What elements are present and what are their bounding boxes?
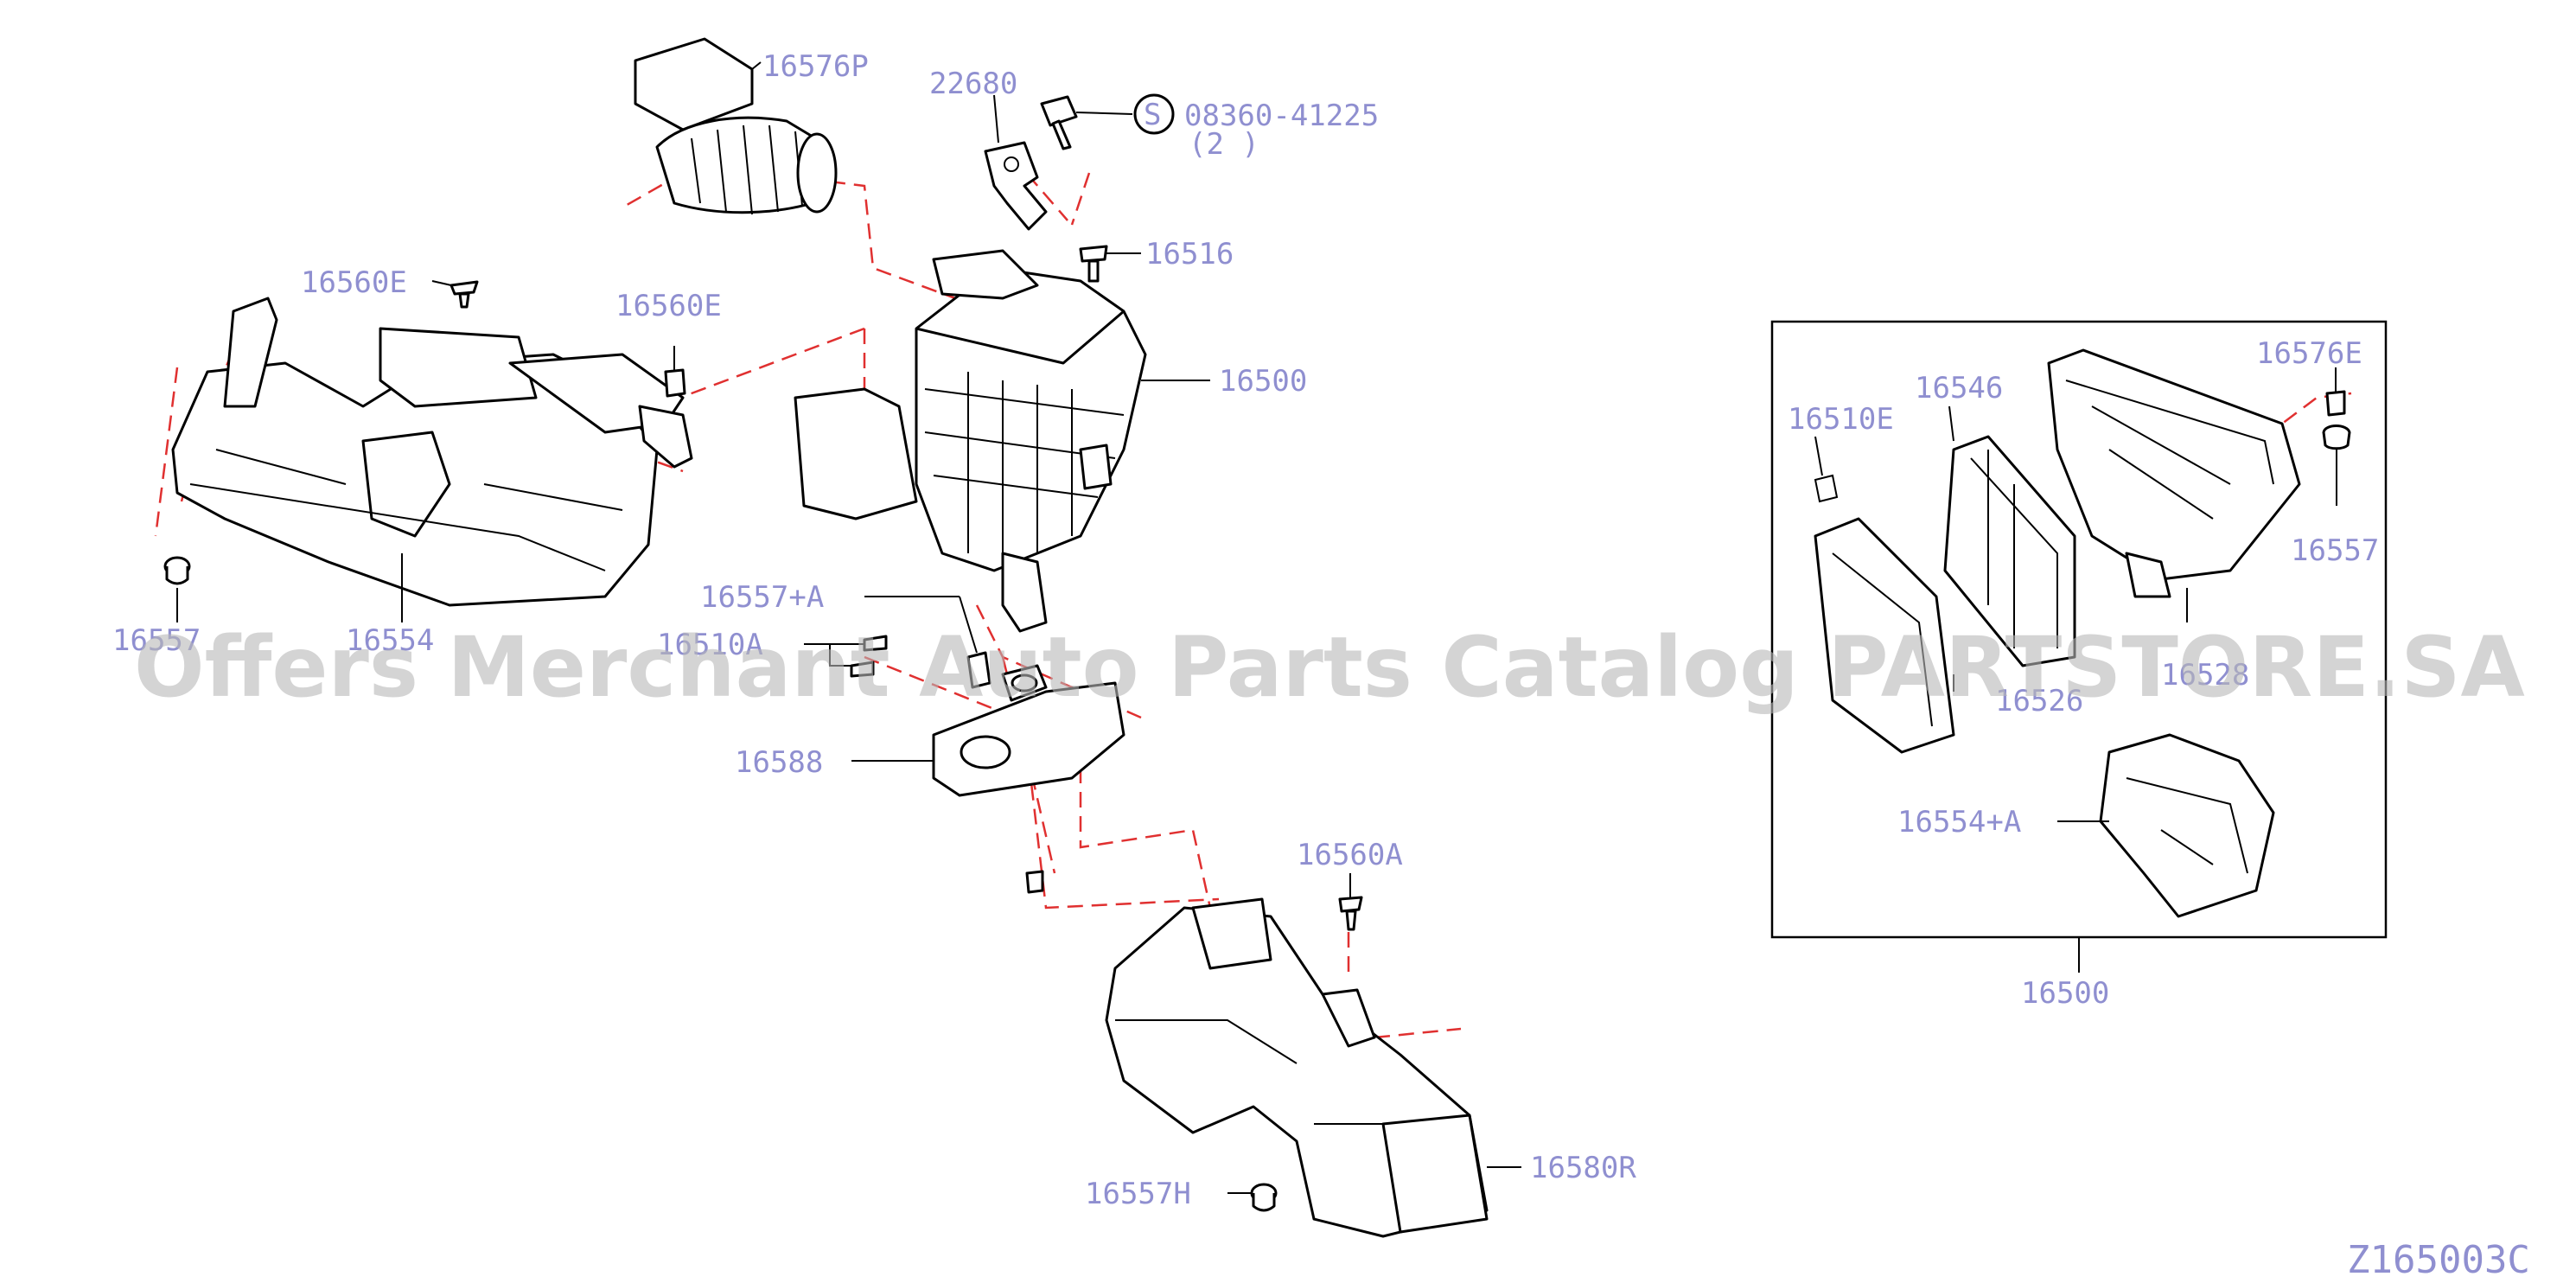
label-16560E-a[interactable]: 16560E: [301, 265, 407, 300]
label-22680[interactable]: 22680: [929, 67, 1017, 101]
grommet-16557H: [1250, 1183, 1278, 1212]
clip-16510E: [1814, 474, 1839, 503]
clip-16557-center: [1025, 870, 1044, 894]
label-16510E[interactable]: 16510E: [1788, 402, 1894, 437]
part-labels: 16576P 22680 S 08360-41225 (2 ) 16516 16…: [112, 49, 2379, 1211]
label-16554[interactable]: 16554: [346, 623, 434, 658]
label-16510A[interactable]: 16510A: [657, 628, 763, 662]
bolt-08360: [1040, 93, 1175, 150]
grommets-16557-box: [2322, 390, 2351, 450]
grommet-16557A: [966, 651, 992, 689]
filter-housing-16528: [2047, 348, 2301, 598]
filter-element-16546: [1943, 435, 2076, 667]
clip-16560E-b: [664, 368, 686, 398]
label-16557-box[interactable]: 16557: [2291, 533, 2379, 568]
sensor-22680: [984, 141, 1048, 231]
watermark-text: Offers Merchant Auto Parts Catalog PARTS…: [134, 619, 2525, 716]
label-16576E[interactable]: 16576E: [2256, 336, 2362, 371]
leader-lines: [176, 61, 2337, 1194]
label-16560E-b[interactable]: 16560E: [615, 289, 722, 323]
label-16557-left[interactable]: 16557: [112, 623, 201, 658]
label-16516[interactable]: 16516: [1145, 237, 1234, 271]
cover-16526: [1814, 517, 1955, 754]
label-s-mark: S: [1144, 98, 1161, 132]
duct-16580R: [1105, 897, 1489, 1238]
label-16580R[interactable]: 16580R: [1530, 1151, 1636, 1185]
duct-16576P: [634, 37, 838, 215]
label-16557H[interactable]: 16557H: [1085, 1177, 1191, 1211]
bracket-16588: [932, 664, 1125, 797]
bolt-16516: [1079, 245, 1108, 283]
label-16500-box[interactable]: 16500: [2021, 976, 2109, 1011]
label-08360-41225[interactable]: 08360-41225: [1184, 99, 1379, 133]
grommet-16557-left: [163, 556, 191, 585]
diagram-code: Z165003C: [2347, 1238, 2530, 1282]
clip-16560A: [1338, 896, 1363, 931]
label-16526[interactable]: 16526: [1995, 684, 2083, 718]
label-16588[interactable]: 16588: [735, 745, 823, 780]
label-16560A[interactable]: 16560A: [1297, 838, 1403, 872]
label-16546[interactable]: 16546: [1915, 371, 2003, 405]
label-16557A[interactable]: 16557+A: [700, 580, 824, 615]
label-16554A[interactable]: 16554+A: [1897, 805, 2021, 839]
screws-16510A: [850, 635, 888, 678]
clip-16560E-a: [450, 280, 479, 309]
label-16528[interactable]: 16528: [2161, 658, 2249, 693]
label-16500-main[interactable]: 16500: [1219, 364, 1307, 399]
resonator-16554A: [2099, 733, 2275, 918]
resonator-16554: [171, 297, 693, 607]
air-cleaner-16500: [794, 249, 1147, 633]
label-qty-2: (2 ): [1189, 127, 1259, 162]
label-16576P[interactable]: 16576P: [762, 49, 869, 84]
